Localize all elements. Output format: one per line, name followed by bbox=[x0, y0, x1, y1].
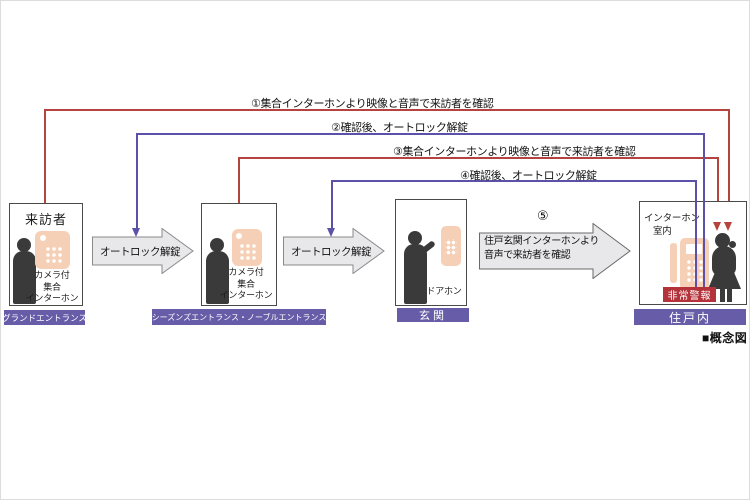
station-grand-entrance: 来訪者 カメラ付 集合 インターホン bbox=[9, 203, 83, 306]
doorphone-icon bbox=[441, 226, 461, 266]
flow-line-1 bbox=[44, 109, 730, 111]
autolock-unlock-arrow-1: オートロック解錠 bbox=[92, 228, 194, 274]
flow-line-2-end bbox=[136, 133, 138, 228]
step-2-label: ②確認後、オートロック解錠 bbox=[331, 122, 468, 134]
visitor-silhouette-icon bbox=[204, 238, 231, 304]
room-intercom-label: インターホン 室内 bbox=[644, 213, 700, 237]
station-front-door: ドアホン bbox=[395, 199, 467, 306]
visitor-title: 来訪者 bbox=[24, 212, 67, 227]
device-caption: ドアホン bbox=[426, 286, 462, 296]
resident-silhouette-icon bbox=[708, 233, 744, 303]
voice-confirm-arrow: 住戸玄関インターホンより 音声で来訪者を確認 bbox=[479, 223, 631, 279]
device-caption: カメラ付 集合 インターホン bbox=[219, 267, 273, 300]
down-arrowhead-icon bbox=[724, 222, 732, 231]
station-seasons-entrance: カメラ付 集合 インターホン bbox=[201, 203, 277, 306]
down-arrowhead-icon bbox=[132, 228, 140, 237]
emergency-alarm-badge: 非常警報 bbox=[663, 287, 716, 302]
autolock-unlock-arrow-2: オートロック解錠 bbox=[283, 228, 385, 274]
flow-line-3-end bbox=[717, 157, 719, 223]
unlock-arrow-label: オートロック解錠 bbox=[291, 245, 372, 258]
unlock-arrow-label: オートロック解錠 bbox=[100, 245, 181, 258]
diagram-footnote: ■概念図 bbox=[702, 331, 748, 345]
zone-label-seasons-entrance: シーズンズエントランス・ノーブルエントランス bbox=[152, 309, 326, 325]
zone-label-dwelling: 住戸内 bbox=[634, 309, 746, 325]
step-5-number: ⑤ bbox=[537, 208, 549, 223]
step-4-label: ④確認後、オートロック解錠 bbox=[460, 170, 597, 182]
flow-line-2-start bbox=[703, 133, 705, 287]
step-3-label: ③集合インターホンより映像と音声で来訪者を確認 bbox=[393, 146, 636, 158]
camera-intercom-icon bbox=[232, 229, 262, 266]
flow-line-3 bbox=[238, 157, 719, 159]
visitor-silhouette-icon bbox=[11, 238, 38, 304]
flow-line-4 bbox=[331, 180, 697, 182]
flow-line-1-end bbox=[728, 109, 730, 223]
zone-label-front-door: 玄関 bbox=[397, 308, 469, 322]
zone-label-grand-entrance: グランドエントランス bbox=[2, 310, 87, 325]
flow-line-1-start bbox=[44, 109, 46, 205]
flow-line-4-start bbox=[695, 180, 697, 287]
station-dwelling: インターホン 室内 非常警報 bbox=[639, 201, 747, 305]
visitor-silhouette-icon bbox=[401, 229, 437, 304]
step-1-label: ①集合インターホンより映像と音声で来訪者を確認 bbox=[251, 98, 494, 110]
step-5-label: 住戸玄関インターホンより 音声で来訪者を確認 bbox=[484, 236, 599, 261]
down-arrowhead-icon bbox=[327, 228, 335, 237]
device-caption: カメラ付 集合 インターホン bbox=[25, 270, 79, 303]
down-arrowhead-icon bbox=[713, 222, 721, 231]
camera-intercom-icon bbox=[35, 231, 70, 269]
flow-line-2 bbox=[136, 133, 705, 135]
flow-line-3-start bbox=[238, 157, 240, 205]
flow-line-4-end bbox=[331, 180, 333, 228]
